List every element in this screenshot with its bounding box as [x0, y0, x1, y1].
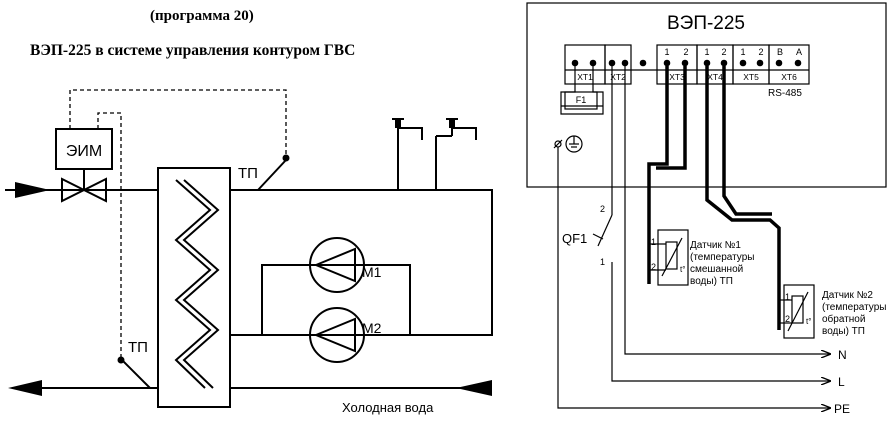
- sensor2-thermistor: [791, 295, 804, 324]
- pump-m2: [309, 307, 365, 363]
- qf1-pin-bottom: 1: [600, 257, 605, 267]
- terminal-xt2: [604, 44, 632, 85]
- controller-vep-225: ВЭП-225 XT1 XT2 XT3 XT4 XT5 XT6: [526, 2, 887, 188]
- sensor1-box: [657, 229, 689, 286]
- sensor2: 1 2 t° Датчик №2 (температуры обратной в…: [779, 284, 886, 339]
- sensor2-text-line: Датчик №2: [822, 290, 873, 301]
- terminal-xt6: [768, 44, 810, 85]
- supply-arrow: [15, 182, 50, 198]
- sensor1-cable-b: [656, 66, 687, 170]
- pin-number: 2: [758, 47, 763, 57]
- pe-label: PE: [834, 402, 850, 416]
- wiring: 2 1 QF1 N L PE: [557, 66, 850, 416]
- pump-m2-label: М2: [362, 320, 382, 336]
- sensor1-pin1: 1: [651, 237, 656, 247]
- exchanger-coil-b: [182, 179, 220, 389]
- terminal-label: XT1: [577, 72, 593, 82]
- sensor1-text-line: Датчик №1: [690, 240, 741, 251]
- n-label: N: [838, 348, 847, 362]
- sensor2-pin1: 1: [785, 292, 790, 302]
- supply-sensor-stem: [257, 159, 287, 191]
- terminal-label: XT3: [669, 72, 685, 82]
- l-line: [611, 262, 830, 381]
- sensor2-cable-a: [705, 66, 781, 330]
- terminal-label: XT2: [610, 72, 626, 82]
- sensor2-text-line: воды) ТП: [822, 326, 865, 337]
- terminal-label: XT5: [743, 72, 759, 82]
- hydraulic-scheme: ЭИМ ТП ТП: [5, 89, 493, 415]
- pin-number: A: [796, 47, 802, 57]
- pin-number: 2: [683, 47, 688, 57]
- sensor2-text-line: (температуры: [822, 302, 886, 313]
- sensor1-thermistor: [665, 241, 678, 270]
- hot-water-loop: [230, 189, 493, 336]
- pin-number: 1: [664, 47, 669, 57]
- sensor2-text-line: обратной: [822, 313, 865, 325]
- sensor2-pin2: 2: [785, 314, 790, 324]
- qf1-pin-top: 2: [600, 204, 605, 214]
- program-label: (программа 20): [150, 8, 254, 24]
- cold-water-label: Холодная вода: [342, 400, 434, 415]
- pump-bypass-loop: [261, 264, 411, 335]
- pin-number: 2: [721, 47, 726, 57]
- sensor1-tsym: t°: [680, 265, 685, 274]
- sensor1: 1 2 t° Датчик №1 (температуры смешанной …: [649, 229, 754, 287]
- l-label: L: [838, 375, 845, 389]
- dashed-control-return: [97, 112, 122, 360]
- sensor1-cable-a: [647, 66, 669, 284]
- fuse-label: F1: [576, 95, 587, 105]
- cold-water-arrow: [456, 380, 492, 396]
- breaker-label: QF1: [562, 231, 587, 246]
- valve-icon: [61, 177, 107, 203]
- faucet-icon: [436, 118, 477, 140]
- supply-sensor-dot: [282, 154, 290, 162]
- pin-number: 1: [704, 47, 709, 57]
- rs485-label: RS-485: [768, 88, 802, 99]
- qf1-bar: [592, 233, 604, 240]
- actuator-box: [55, 128, 113, 170]
- faucet-icon: [392, 118, 423, 140]
- sensor1-pin2: 2: [651, 262, 656, 272]
- sensor1-text-line: (температуры: [690, 252, 754, 263]
- dashed-control-supply: [69, 89, 287, 158]
- qf1-contact: [597, 214, 613, 247]
- return-sensor-label: ТП: [128, 339, 148, 356]
- terminal-strip: XT1 XT2 XT3 XT4 XT5 XT6 1 2 1 2 1 2 B A: [564, 44, 810, 85]
- pe-line: [557, 147, 830, 408]
- sensor2-cable-b: [722, 66, 772, 216]
- terminal-label: XT6: [781, 72, 797, 82]
- sensor1-text-line: смешанной: [690, 264, 743, 275]
- pump-m1: [309, 237, 365, 293]
- controller-title: ВЭП-225: [667, 13, 745, 34]
- sensor2-tsym: t°: [806, 317, 811, 326]
- ground-icon: [553, 135, 583, 153]
- return-arrow: [8, 380, 42, 396]
- heat-exchanger: [157, 167, 231, 408]
- pin-number: 1: [740, 47, 745, 57]
- terminal-label: XT4: [707, 72, 723, 82]
- sensor1-text-line: воды) ТП: [690, 276, 733, 287]
- return-sensor-dot: [117, 356, 125, 364]
- supply-sensor-label: ТП: [238, 165, 258, 182]
- pin-number: B: [777, 47, 783, 57]
- actuator-label: ЭИМ: [66, 143, 102, 160]
- fuse-f1: [560, 66, 604, 115]
- exchanger-coil-a: [174, 179, 212, 389]
- pump-m1-label: М1: [362, 264, 382, 280]
- return-sensor-stem: [121, 359, 151, 389]
- sensor2-box: [783, 284, 815, 339]
- n-line: [624, 66, 830, 354]
- diagram-title: ВЭП-225 в системе управления контуром ГВ…: [30, 42, 355, 59]
